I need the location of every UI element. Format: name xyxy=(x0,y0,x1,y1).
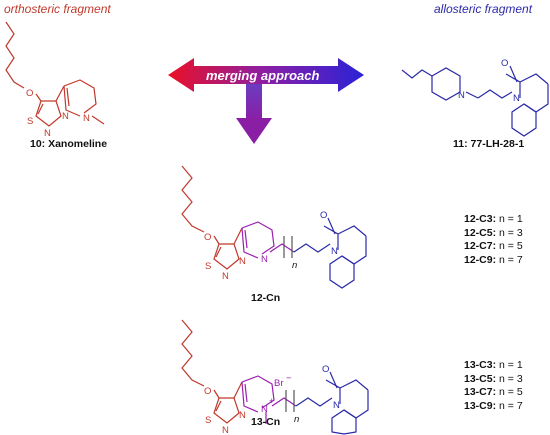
series12-lactam-nitrogen: N xyxy=(331,246,338,257)
series12-row-4: 12-C9: n = 7 xyxy=(464,253,523,266)
series13-list: 13-C3: n = 1 13-C5: n = 3 13-C7: n = 5 1… xyxy=(464,359,523,413)
xanomeline-nitrogen-a: N xyxy=(62,111,69,122)
allosteric-header: allosteric fragment xyxy=(434,2,533,16)
series12-row-3: 12-C7: n = 5 xyxy=(464,240,523,252)
series13-oxygen-carbonyl: O xyxy=(322,364,329,375)
series13-ring-nitrogen: N xyxy=(261,404,268,415)
xanomeline-ring-nitrogen: N xyxy=(83,113,90,124)
xanomeline-structure xyxy=(5,21,105,127)
series13-row-2: 13-C5: n = 3 xyxy=(464,372,523,385)
series13-row-1: 13-C3: n = 1 xyxy=(464,359,523,371)
series12-n-subscript: n xyxy=(292,260,297,271)
xanomeline-label: 10: Xanomeline xyxy=(30,138,108,150)
series12-structure xyxy=(181,165,367,289)
series13-minus-charge: − xyxy=(286,373,292,384)
series13-thiadiazole-nitrogen-a: N xyxy=(239,410,246,421)
series12-thiadiazole-nitrogen-a: N xyxy=(239,256,246,267)
series12-list: 12-C3: n = 1 12-C5: n = 3 12-C7: n = 5 1… xyxy=(464,213,523,267)
series12-row-1: 12-C3: n = 1 xyxy=(464,213,523,225)
allosteric-lactam-nitrogen: N xyxy=(513,93,520,104)
series12-row-2: 12-C5: n = 3 xyxy=(464,226,523,239)
series13-row-4: 13-C9: n = 7 xyxy=(464,399,523,412)
series12-oxygen-carbonyl: O xyxy=(320,210,327,221)
merging-arrow xyxy=(168,58,364,144)
allosteric-label: 11: 77-LH-28-1 xyxy=(453,138,525,150)
series13-bromide: Br xyxy=(274,378,284,389)
orthosteric-header: orthosteric fragment xyxy=(4,2,111,16)
series13-oxygen: O xyxy=(204,386,211,397)
series13-structure xyxy=(181,319,369,435)
xanomeline-oxygen: O xyxy=(26,88,33,99)
series13-lactam-nitrogen: N xyxy=(333,400,340,411)
series12-ring-nitrogen: N xyxy=(261,254,268,265)
series13-thiadiazole-nitrogen-b: N xyxy=(222,425,229,435)
xanomeline-sulfur: S xyxy=(27,116,33,127)
merging-approach-label: merging approach xyxy=(206,68,319,83)
allosteric-oxygen: O xyxy=(501,58,508,69)
series13-plus-charge: + xyxy=(269,396,275,407)
series12-oxygen: O xyxy=(204,232,211,243)
series13-n-subscript: n xyxy=(294,414,299,425)
xanomeline-nitrogen-b: N xyxy=(44,128,51,139)
series13-row-3: 13-C7: n = 5 xyxy=(464,386,523,398)
series13-label: 13-Cn xyxy=(251,416,281,428)
allosteric-structure xyxy=(401,65,549,137)
series12-thiadiazole-nitrogen-b: N xyxy=(222,271,229,282)
allosteric-piperidine-nitrogen: N xyxy=(458,90,465,101)
series12-label: 12-Cn xyxy=(251,292,281,304)
series12-sulfur: S xyxy=(205,261,211,272)
series13-sulfur: S xyxy=(205,415,211,426)
